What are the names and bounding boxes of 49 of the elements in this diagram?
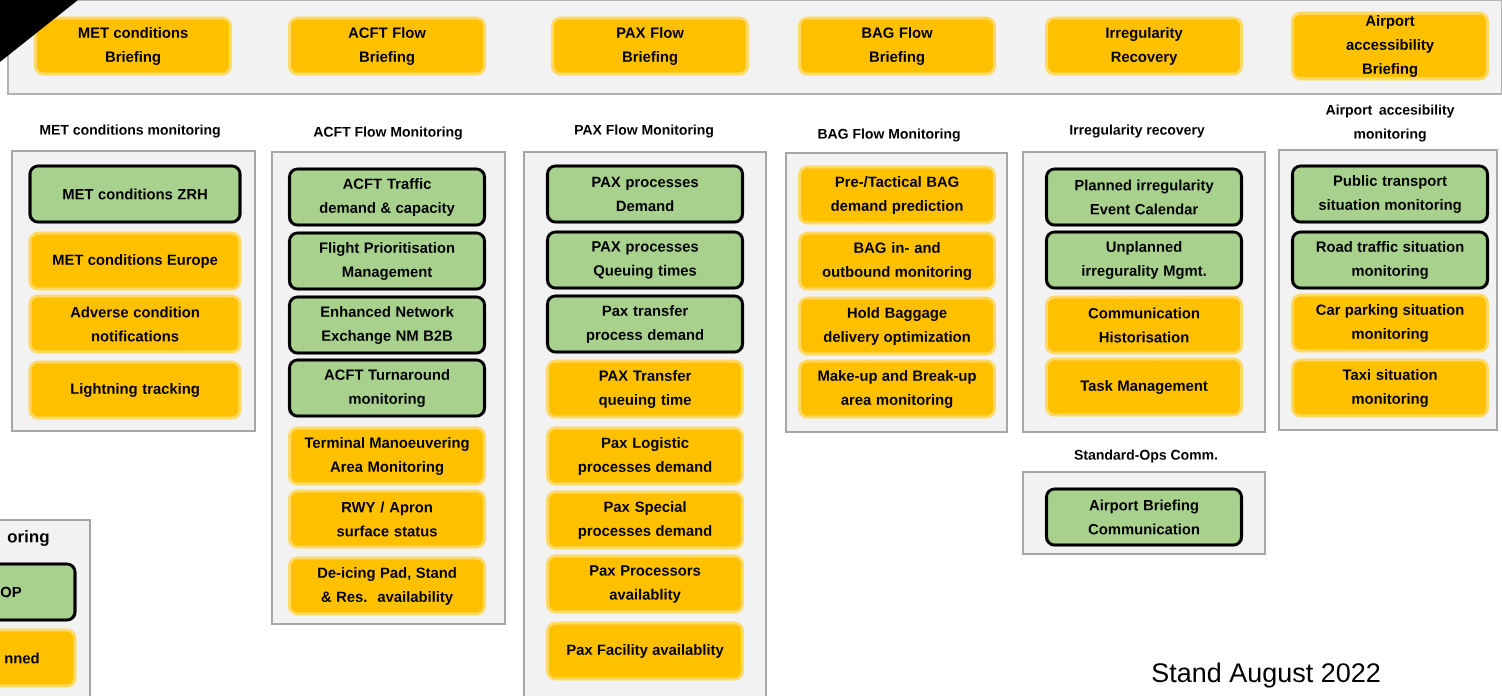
function-box: Pax Special processes demand <box>545 490 745 550</box>
function-box: PAX Transfer queuing time <box>545 359 745 419</box>
function-box: MET conditions Europe <box>28 231 242 291</box>
function-box: Enhanced Network Exchange NM B2B <box>287 295 487 355</box>
function-box: Hold Baggage delivery optimization <box>797 296 997 356</box>
function-box: Airport Briefing Communication <box>1044 487 1244 547</box>
function-box: Taxi situation monitoring <box>1290 358 1490 418</box>
function-box: Task Management <box>1044 357 1244 417</box>
function-box: Road traffic situation monitoring <box>1290 230 1490 290</box>
function-box: Pax Processors availablity <box>545 554 745 614</box>
function-box: PAX processes Demand <box>545 164 745 224</box>
briefing-box: MET conditions Briefing <box>33 16 233 76</box>
briefing-box: BAG Flow Briefing <box>797 16 997 76</box>
function-box: Terminal Manoeuvering Area Monitoring <box>287 426 487 486</box>
function-box: Adverse condition notifications <box>28 294 242 354</box>
briefing-box: Airport accessibility Briefing <box>1290 11 1490 81</box>
function-box: Pax Facility availablity <box>545 621 745 681</box>
function-box: ACFT Traffic demand & capacity <box>287 167 487 227</box>
function-box: Pax Logistic processes demand <box>545 426 745 486</box>
function-box: RWY / Apron surface status <box>287 489 487 549</box>
panel-heading: Irregularity recovery <box>1070 124 1205 138</box>
function-box: nned <box>0 628 77 688</box>
function-box: PAX processes Queuing times <box>545 230 745 290</box>
function-box: Public transport situation monitoring <box>1290 164 1490 224</box>
date-note: Stand August 2022 <box>1152 662 1380 688</box>
panel-heading: ACFT Flow Monitoring <box>313 126 462 140</box>
briefing-box: ACFT Flow Briefing <box>287 16 487 76</box>
panel-heading: Airport accesibility monitoring <box>1325 104 1455 142</box>
function-box: Flight Prioritisation Management <box>287 231 487 291</box>
panel-heading: MET conditions monitoring <box>40 124 220 138</box>
function-box: MET conditions ZRH <box>28 164 242 224</box>
panel-heading: Standard-Ops Comm. <box>1074 449 1217 463</box>
function-box: Car parking situation monitoring <box>1290 293 1490 353</box>
function-box: Unplanned irregurality Mgmt. <box>1044 230 1244 290</box>
function-box: De-icing Pad, Stand & Res. availability <box>287 556 487 616</box>
function-box: OP <box>0 562 77 622</box>
function-box: Communication Historisation <box>1044 295 1244 355</box>
function-box: Make-up and Break-up area monitoring <box>797 359 997 419</box>
briefing-box: Irregularity Recovery <box>1044 16 1244 76</box>
briefing-box: PAX Flow Briefing <box>550 16 750 76</box>
panel-heading: PAX Flow Monitoring <box>575 124 713 138</box>
function-box: BAG in- and outbound monitoring <box>797 231 997 291</box>
panel-heading: BAG Flow Monitoring <box>818 128 960 142</box>
function-box: Planned irregularity Event Calendar <box>1044 167 1244 227</box>
function-box: Lightning tracking <box>28 360 242 420</box>
function-box: Pre-/Tactical BAG demand prediction <box>797 165 997 225</box>
function-box: ACFT Turnaround monitoring <box>287 358 487 418</box>
panel-heading: oring <box>7 530 49 546</box>
function-box: Pax transfer process demand <box>545 294 745 354</box>
